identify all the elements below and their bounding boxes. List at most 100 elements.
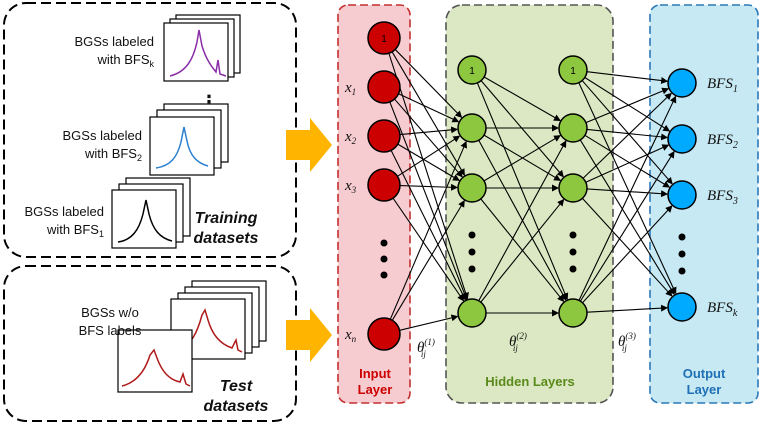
connection-arrow <box>586 188 669 198</box>
bgs-curve-2 <box>155 126 209 169</box>
output-label-k: BFSk <box>707 300 738 319</box>
output-ellipsis-dot <box>678 267 686 275</box>
connection-arrow <box>394 98 463 178</box>
output-label-1: BFS1 <box>707 76 738 95</box>
connection-arrow <box>388 53 469 300</box>
connection-arrow <box>399 314 459 331</box>
training-set-2-line2: with BFS2 <box>84 146 142 163</box>
test-set-line1: BGSs w/o <box>81 305 139 320</box>
connection-arrow <box>397 135 461 177</box>
connection-arrow <box>581 80 673 185</box>
connection-arrow <box>585 87 670 124</box>
connection-arrow <box>476 82 569 301</box>
bgs-curve-k <box>169 29 227 77</box>
connection-arrow <box>579 150 675 302</box>
connection-arrow <box>389 140 467 320</box>
weight-label-1: θ(1)ij <box>417 337 435 359</box>
output-layer-title-1: Output <box>683 366 726 381</box>
connection-arrow <box>399 126 459 136</box>
hidden1-ellipsis-dot <box>468 265 476 273</box>
hidden2-ellipsis-dot <box>569 265 577 273</box>
output-labels: BFS1 BFS2 BFS3 BFSk <box>707 76 738 319</box>
connection-arrow <box>582 92 672 179</box>
connection-arrow <box>578 95 677 301</box>
output-node-1 <box>667 68 697 98</box>
hidden2-ellipsis-dot <box>569 231 577 239</box>
hidden2-node <box>558 298 588 328</box>
input-node-1 <box>367 70 401 104</box>
output-layer-panel <box>649 4 759 404</box>
training-set-k: BGSs labeled with BFSk <box>75 14 241 82</box>
hidden1-node <box>457 298 487 328</box>
connection-arrow <box>480 198 565 303</box>
hidden-layer-1-nodes: 1 <box>457 55 487 328</box>
connection-arrow <box>483 76 561 122</box>
input-bias-node <box>367 21 401 55</box>
connection-arrow <box>483 135 561 182</box>
connection-arrow <box>399 183 459 191</box>
training-set-1-line1: BGSs labeled <box>25 204 105 219</box>
input-label-n: xn <box>344 327 357 344</box>
input-ellipsis-dot <box>380 255 388 263</box>
test-set-line2: BFS labels <box>79 323 142 338</box>
hidden1-node <box>457 113 487 143</box>
connection-arrow <box>584 134 671 188</box>
input-layer-title-1: Input <box>359 366 391 381</box>
output-ellipsis-dot <box>678 233 686 241</box>
hidden1-ellipsis-dot <box>468 248 476 256</box>
output-label-3: BFS3 <box>707 188 738 207</box>
hidden2-bias-node <box>558 55 588 85</box>
connection-arrow <box>392 197 465 302</box>
connection-arrow <box>586 71 669 84</box>
connection-arrow <box>478 140 567 301</box>
input-node-2 <box>367 119 401 153</box>
hidden1-bias-label: 1 <box>469 66 475 77</box>
connection-arrow <box>391 199 465 321</box>
connection-arrow <box>586 128 669 141</box>
test-label-1: Test <box>220 378 253 395</box>
input-layer-title-2: Layer <box>358 382 393 397</box>
training-set-k-line1: BGSs labeled <box>75 34 155 49</box>
training-set-1-line2: with BFS1 <box>46 222 104 239</box>
input-label-2: x2 <box>344 129 357 146</box>
connection-arrow <box>391 51 465 176</box>
training-set-1: BGSs labeled with BFS1 <box>25 177 191 249</box>
input-label-1: x1 <box>344 80 356 97</box>
input-ellipsis-dot <box>380 271 388 279</box>
output-nodes <box>667 68 697 322</box>
input-node-3 <box>367 168 401 202</box>
input-node-n <box>367 317 401 351</box>
test-to-input-arrow <box>286 308 332 362</box>
hidden1-ellipsis-dot <box>468 231 476 239</box>
input-nodes: 1 <box>367 21 401 351</box>
connection-arrow <box>480 80 564 178</box>
test-set: BGSs w/o BFS labels <box>79 280 267 393</box>
hidden1-node <box>457 173 487 203</box>
connections <box>388 49 677 331</box>
connection-arrow <box>398 93 460 123</box>
connection-arrow <box>582 205 673 304</box>
training-to-input-arrow <box>286 118 332 172</box>
bgs-curve-test-front <box>121 348 191 387</box>
hidden-layer-2-nodes: 1 <box>558 55 588 328</box>
hidden2-ellipsis-dot <box>569 248 577 256</box>
connection-arrow <box>584 77 671 132</box>
training-set-2-line1: BGSs labeled <box>63 128 143 143</box>
weight-label-3: θ(3)ij <box>618 331 636 353</box>
connection-arrow <box>586 304 669 313</box>
connection-arrow <box>582 197 673 297</box>
test-label-2: datasets <box>204 398 269 415</box>
connection-arrow <box>397 143 460 181</box>
bgs-curve-1 <box>117 199 173 243</box>
training-label-2: datasets <box>194 230 259 247</box>
hidden2-node <box>558 113 588 143</box>
hidden2-bias-label: 1 <box>570 66 576 77</box>
connection-arrow <box>585 144 670 183</box>
input-ellipsis-dot <box>380 239 388 247</box>
hidden-layers-title: Hidden Layers <box>485 374 575 389</box>
connection-arrow <box>394 49 463 118</box>
training-set-k-line2: with BFSk <box>96 52 154 69</box>
training-label-1: Training <box>195 210 258 227</box>
input-labels: x1 x2 x3 xn <box>344 80 357 344</box>
